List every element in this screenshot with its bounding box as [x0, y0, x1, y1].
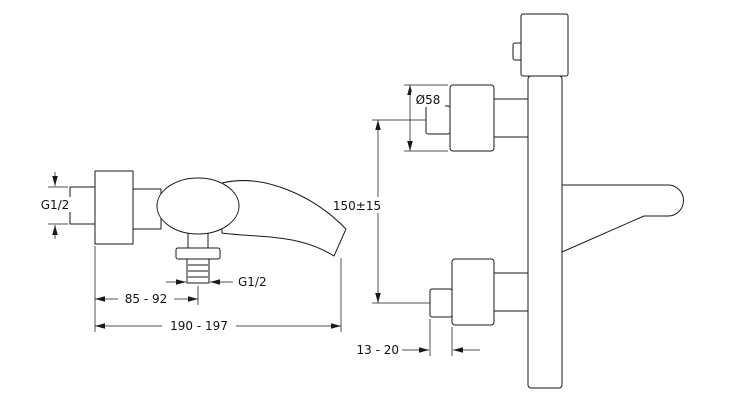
handle-spacing-label: 150±15: [333, 199, 381, 213]
dimension-knob-diameter: Ø58: [404, 84, 448, 152]
outlet-flange: [175, 247, 221, 260]
dimension-overall-length: 190 - 197: [95, 258, 342, 333]
dimension-outlet-center: 85 - 92: [94, 246, 199, 332]
top-handle-knob: [449, 84, 495, 152]
spout-arm: [561, 184, 684, 253]
bottom-handle-grip: [429, 288, 453, 318]
bottom-handle: [429, 258, 529, 326]
profile-view-drawing: Ø58 150±15 13 - 20: [330, 13, 684, 389]
wall-column: [527, 75, 563, 389]
top-block: [520, 13, 569, 77]
mixer-body-side: [69, 170, 347, 284]
side-view-drawing: G1/2 G1/2 85 - 92 190 - 197: [38, 170, 347, 333]
dimension-outlet-thread: G1/2: [166, 275, 267, 289]
top-handle-grip: [425, 105, 451, 135]
top-handle-connector: [493, 98, 529, 138]
dimension-inlet-thread: G1/2: [38, 172, 73, 239]
body-block: [94, 170, 134, 245]
bottom-handle-connector: [493, 272, 529, 312]
outlet-center-distance-label: 85 - 92: [125, 292, 168, 306]
outlet-stem: [187, 233, 209, 248]
inlet-thread-label: G1/2: [41, 198, 70, 212]
knob-diameter-label: Ø58: [416, 93, 441, 107]
dimension-projection-depth: 13 - 20: [357, 319, 480, 357]
overall-length-label: 190 - 197: [170, 319, 228, 333]
thread-lines: [188, 264, 208, 278]
cartridge-cap: [156, 177, 240, 235]
wall-inlet-stub: [69, 186, 96, 225]
neck: [132, 188, 162, 230]
spout: [221, 180, 347, 257]
bottom-handle-knob: [451, 258, 495, 326]
mixer-body-profile: [425, 13, 684, 389]
projection-depth-label: 13 - 20: [357, 343, 400, 357]
top-handle: [425, 84, 529, 152]
dimension-handle-spacing: 150±15: [330, 119, 430, 304]
outlet-thread-label: G1/2: [238, 275, 267, 289]
